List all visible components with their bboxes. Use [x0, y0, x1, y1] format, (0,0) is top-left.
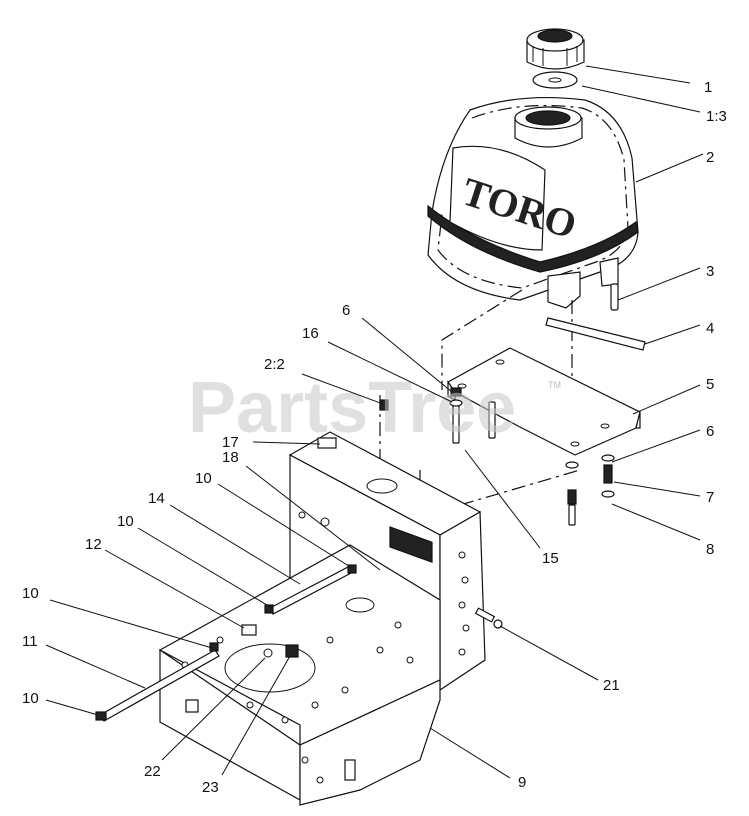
callout-label: 2:2 — [264, 356, 285, 373]
callout-label: 3 — [706, 263, 714, 280]
callout-label: 6 — [706, 423, 714, 440]
fuel-tank: TORO — [427, 96, 639, 309]
leader-lines — [45, 65, 704, 779]
tank-pin — [610, 283, 619, 311]
cable-rod — [95, 564, 357, 722]
callout-label: 6 — [342, 302, 350, 319]
bolts-lower — [565, 454, 615, 526]
callout-label: 10 — [22, 585, 39, 602]
callout-label: 10 — [195, 470, 212, 487]
callout-label: 7 — [706, 489, 714, 506]
cap-gasket — [532, 71, 578, 89]
callout-label: 10 — [117, 513, 134, 530]
callout-label: 10 — [22, 690, 39, 707]
callout-label: 23 — [202, 779, 219, 796]
center-line — [459, 469, 581, 506]
callout-label: 22 — [144, 763, 161, 780]
callout-label: 5 — [706, 376, 714, 393]
watermark-tm: TM — [548, 380, 561, 390]
watermark: PartsTree TM — [188, 368, 561, 448]
callout-label: 9 — [518, 774, 526, 791]
callouts: 1 1:3 2 3 4 5 6 16 2:2 17 18 10 14 10 12… — [22, 79, 727, 796]
callout-label: 18 — [222, 449, 239, 466]
callout-label: 21 — [603, 677, 620, 694]
center-line — [441, 289, 523, 390]
callout-label: 1:3 — [706, 108, 727, 125]
tank-strap — [545, 317, 646, 351]
callout-label: 17 — [222, 434, 239, 451]
callout-label: 15 — [542, 550, 559, 567]
callout-label: 2 — [706, 149, 714, 166]
callout-label: 1 — [704, 79, 712, 96]
callout-label: 16 — [302, 325, 319, 342]
bolts-upper — [379, 387, 496, 444]
watermark-text: PartsTree — [188, 368, 516, 448]
fuel-cap — [526, 28, 585, 70]
callout-label: 11 — [22, 633, 38, 650]
callout-label: 12 — [85, 536, 102, 553]
callout-label: 14 — [148, 490, 165, 507]
callout-label: 8 — [706, 541, 714, 558]
callout-label: 4 — [706, 320, 714, 337]
